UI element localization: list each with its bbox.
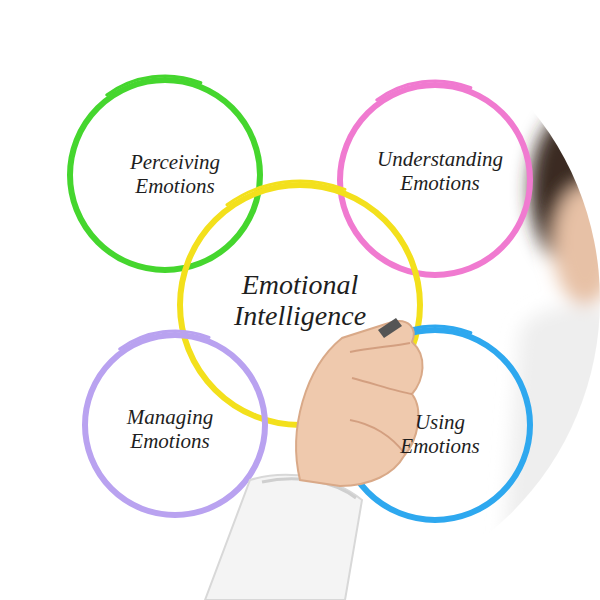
finger-lines [350, 343, 412, 454]
marker-tip [378, 318, 402, 338]
marker-overshoot [120, 331, 209, 349]
emotion-label: Using Emotions [385, 411, 495, 458]
emotion-label: Managing Emotions [105, 406, 235, 453]
marker-circle [340, 85, 530, 275]
person-shirt [500, 306, 600, 600]
shirt-sleeve [205, 475, 362, 600]
marker-overshoot [377, 81, 471, 100]
emotion-circle: Perceiving Emotions [62, 72, 268, 278]
emotion-label: Perceiving Emotions [110, 151, 240, 198]
hand [296, 321, 422, 486]
person-face [553, 185, 600, 305]
emotion-circle: Managing Emotions [77, 327, 273, 523]
marker-overshoot [227, 181, 345, 205]
marker-circle [70, 80, 260, 270]
emotion-circle: Understanding Emotions [332, 77, 538, 283]
marker-overshoot [107, 76, 201, 95]
center-title: Emotional Intelligence [213, 269, 388, 332]
emotion-label: Understanding Emotions [365, 148, 515, 195]
blurred-person [500, 110, 600, 600]
marker-circle [85, 335, 265, 515]
